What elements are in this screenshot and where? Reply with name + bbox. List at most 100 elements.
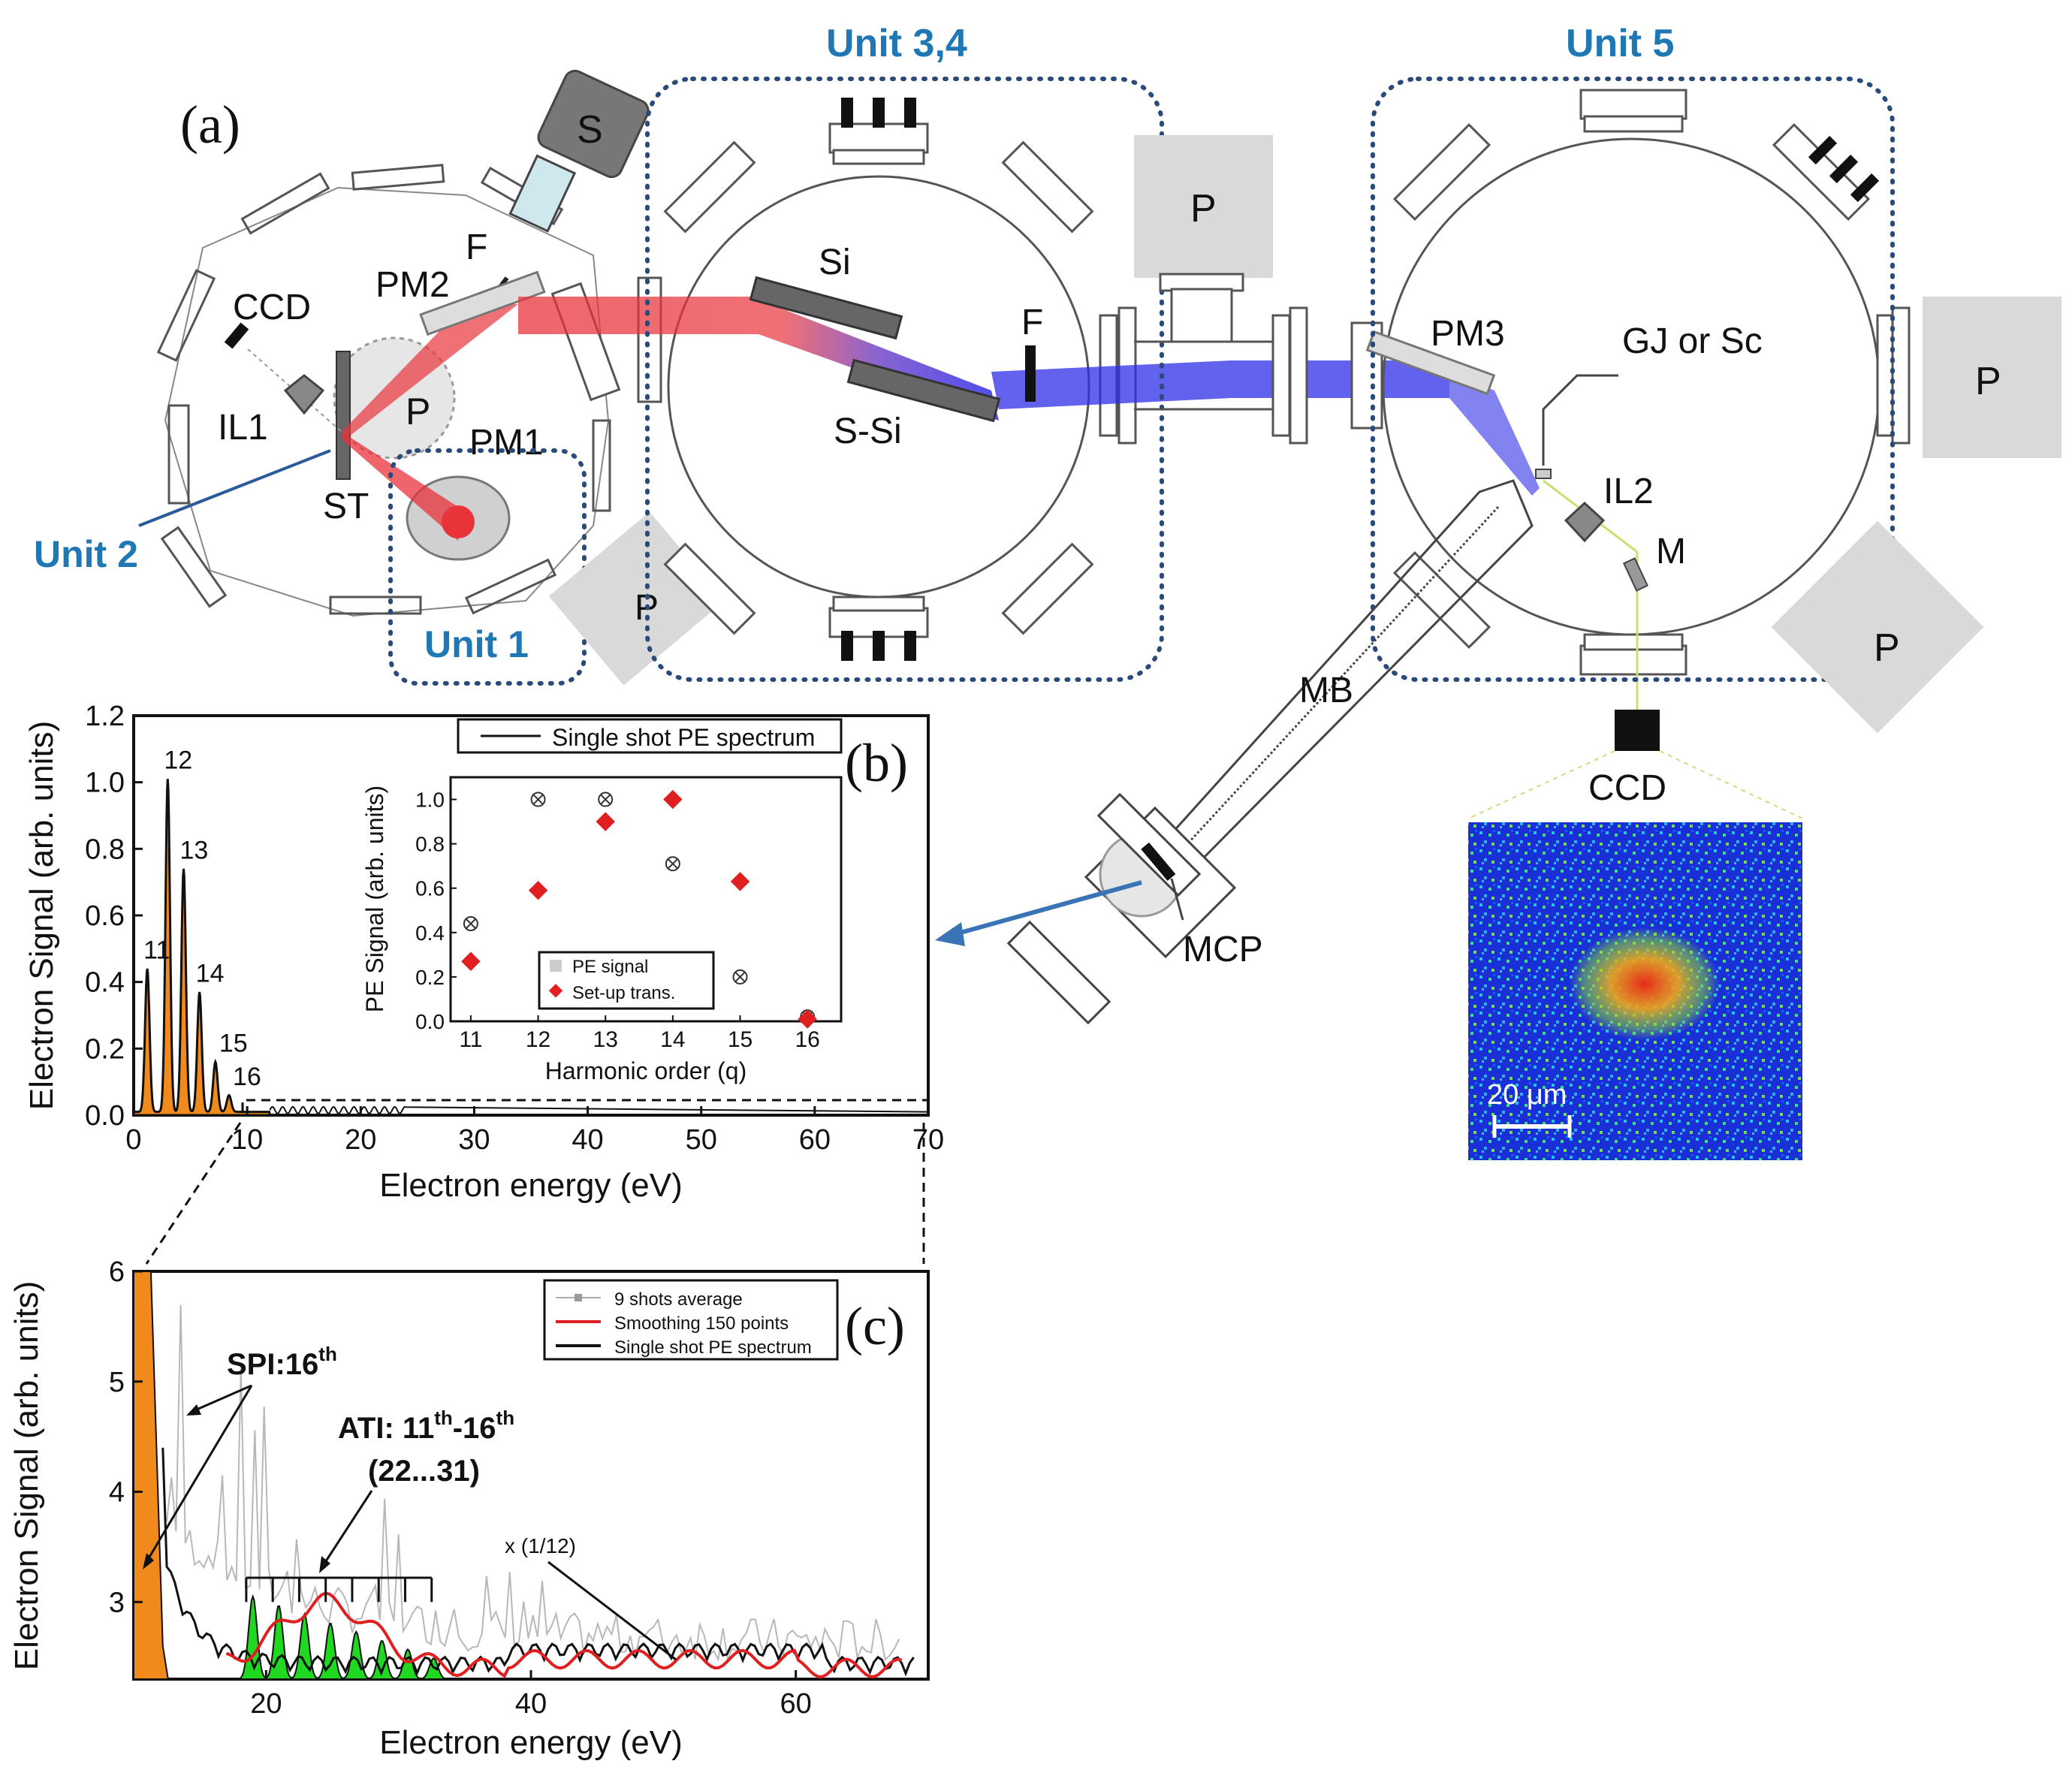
gas-cell-label: P: [406, 390, 430, 433]
inset-legend-1: Set-up trans.: [572, 983, 675, 1003]
pump-label-3: P: [1975, 360, 2001, 403]
b-xtick-label: 50: [686, 1124, 717, 1156]
pe-signal-point-cross: [668, 858, 678, 869]
unit34-box: [645, 77, 1164, 682]
inset-ytick-label: 0.2: [415, 966, 445, 989]
mb-label: MB: [1299, 671, 1353, 710]
pe-signal-point-cross: [466, 918, 476, 929]
b-peak-label: 14: [196, 959, 225, 988]
b-xlabel: Electron energy (eV): [379, 1167, 683, 1204]
inset-xtick-label: 16: [795, 1027, 819, 1052]
pe-signal-point-cross: [734, 972, 746, 982]
c-series-smoothing: [225, 1591, 903, 1678]
c-ytick-label: 3: [109, 1587, 125, 1618]
inset-ylabel: PE Signal (arb. units): [361, 785, 388, 1012]
unit5-label: Unit 5: [1566, 22, 1674, 65]
scale-bar-label: 20 μm: [1487, 1079, 1567, 1111]
inset-ytick-label: 1.0: [415, 789, 445, 812]
ati-annotation: ATI: 11th-16th: [338, 1407, 514, 1445]
unit5-box: [1371, 77, 1895, 682]
c-series-9shot: [166, 1304, 900, 1663]
c-series-single-shot: [161, 1447, 915, 1677]
b-spectrum-tail: [269, 1105, 929, 1114]
c-ytick-label: 5: [109, 1367, 125, 1398]
pm3-label: PM3: [1431, 314, 1505, 354]
inset-xtick-label: 15: [728, 1027, 752, 1052]
unit1-label: Unit 1: [424, 623, 529, 665]
inset-xtick-label: 12: [526, 1027, 550, 1052]
c-ytick-label: 4: [109, 1477, 125, 1509]
mirror-m-label: M: [1656, 532, 1686, 571]
b-peak-label: 12: [164, 746, 192, 775]
pe-signal-point-cross: [600, 794, 611, 805]
b-legend-0: Single shot PE spectrum: [552, 724, 815, 751]
b-peak-label: 15: [219, 1030, 248, 1058]
inset-legend-0: PE signal: [572, 957, 648, 977]
pump-label-2: P: [1190, 187, 1217, 231]
b-xtick-label: 40: [572, 1124, 603, 1156]
ccd-focal-spot-image: 20 μm: [1468, 822, 1802, 1160]
source-S: S: [508, 69, 650, 233]
b-ytick-label: 0.0: [85, 1100, 125, 1132]
filter-label-2: F: [1021, 303, 1043, 342]
b-ytick-label: 0.8: [85, 834, 125, 865]
gj-label: GJ or Sc: [1622, 321, 1763, 361]
c-legend-1: Smoothing 150 points: [614, 1313, 789, 1334]
b-peak-label: 16: [233, 1063, 261, 1091]
pm1-label: PM1: [469, 423, 544, 463]
c-ylabel: Electron Signal (arb. units): [8, 1281, 45, 1670]
inset-ytick-label: 0.6: [415, 877, 445, 900]
b-xtick-label: 70: [912, 1124, 944, 1156]
b-peak-label: 13: [180, 836, 209, 864]
inset-xtick-label: 11: [459, 1027, 482, 1052]
b-xtick-label: 0: [125, 1124, 141, 1156]
b-ylabel: Electron Signal (arb. units): [23, 721, 60, 1110]
inset-ytick-label: 0.8: [415, 833, 445, 856]
c-legend-2: Single shot PE spectrum: [614, 1337, 812, 1358]
b-peak-label: 11: [143, 936, 170, 964]
c-spi-area: [133, 1271, 170, 1680]
b-ytick-label: 1.2: [85, 701, 125, 732]
panel-label-b: (b): [845, 733, 908, 793]
c-xlabel: Electron energy (eV): [379, 1724, 683, 1761]
pump-label-4: P: [1874, 626, 1900, 670]
panel-label-a: (a): [180, 95, 240, 155]
unit34-label: Unit 3,4: [826, 22, 967, 65]
ccd2-label: CCD: [1588, 768, 1666, 808]
setup-diagram: (a) S F P ST CCD: [34, 22, 2061, 1160]
inset-ytick-label: 0.4: [415, 921, 445, 945]
pe-signal-point-cross: [532, 794, 544, 805]
inset-xtick-label: 14: [660, 1027, 685, 1052]
spi-annotation: SPI:16th: [227, 1343, 337, 1381]
scale-annotation: x (1/12): [505, 1534, 576, 1557]
inset-xlabel: Harmonic order (q): [545, 1057, 747, 1084]
c-legend-0: 9 shots average: [614, 1289, 743, 1310]
pm2-label: PM2: [375, 265, 450, 305]
filter-label-1: F: [466, 228, 487, 267]
inset-xtick-label: 13: [593, 1027, 618, 1052]
stage-label: ST: [323, 487, 369, 526]
c-ytick-label: 6: [109, 1256, 125, 1288]
inset-ytick-label: 0.0: [415, 1010, 445, 1033]
b-xtick-label: 30: [458, 1124, 490, 1156]
b-ytick-label: 0.2: [85, 1033, 125, 1065]
panel-label-c: (c): [845, 1296, 905, 1356]
s-si-label: S-Si: [834, 412, 902, 451]
b-ytick-label: 1.0: [85, 767, 125, 799]
b-xtick-label: 60: [799, 1124, 831, 1156]
c-xtick-label: 20: [250, 1688, 282, 1720]
il2-label: IL2: [1603, 472, 1654, 511]
b-ytick-label: 0.6: [85, 900, 125, 932]
ati-subannotation: (22...31): [368, 1455, 480, 1488]
unit2-label: Unit 2: [34, 533, 138, 575]
b-ytick-label: 0.4: [85, 967, 125, 999]
b-xtick-label: 20: [345, 1124, 376, 1156]
il1-label: IL1: [218, 408, 268, 448]
magnetic-bottle: [1006, 479, 1534, 1025]
si-label: Si: [819, 243, 851, 282]
c-xtick-label: 60: [780, 1688, 812, 1720]
source-label: S: [577, 108, 603, 152]
